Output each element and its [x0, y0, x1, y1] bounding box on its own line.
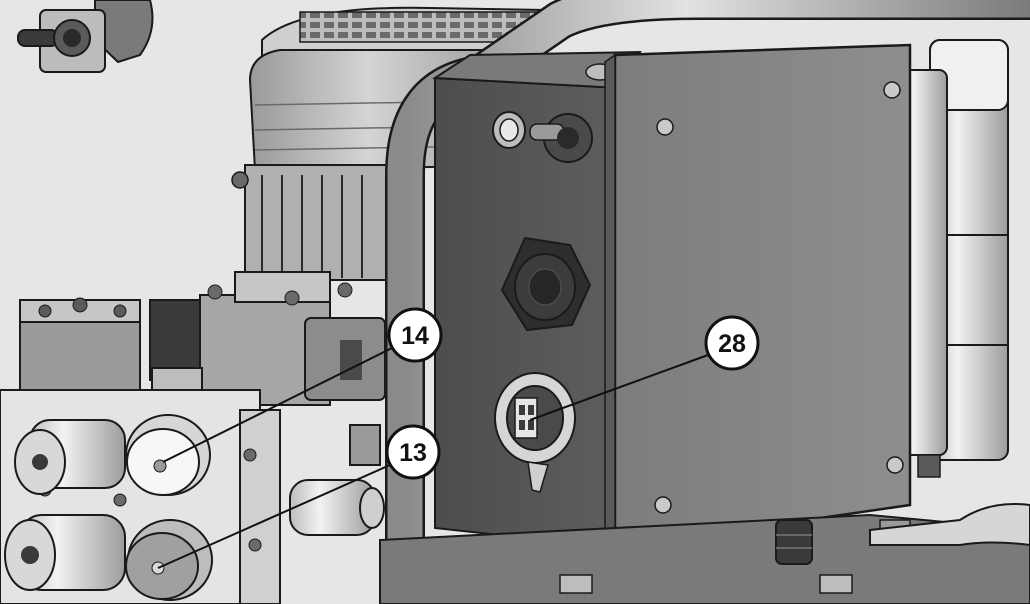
valve-block-upper [19, 271, 386, 406]
callout-13: 13 [385, 424, 441, 480]
cover-screw [654, 81, 904, 514]
hydraulic-port-13 [125, 519, 213, 601]
callout-14: 14 [387, 307, 443, 363]
hydraulic-coupling-lower-left [4, 514, 126, 591]
filter-cylinders [894, 39, 1009, 478]
leader-line-14 [162, 347, 393, 463]
callout-28: 28 [704, 315, 760, 371]
cable-gland-bottom [775, 519, 813, 565]
toggle-bracket [17, 0, 154, 73]
indicator-lamp-icon [492, 111, 526, 149]
base-plate [379, 503, 1030, 604]
callout-label-28: 28 [718, 330, 746, 358]
leader-line-28 [529, 354, 709, 421]
toggle-switch-icon [529, 113, 593, 163]
motor-cooling-fins [231, 164, 391, 281]
control-box-front [604, 43, 912, 550]
cable-gland-icon [500, 236, 592, 332]
hydraulic-coupling-upper-left [14, 419, 126, 495]
leader-line-13 [157, 464, 391, 569]
hydraulic-port-14 [125, 414, 211, 496]
callout-label-13: 13 [399, 439, 427, 467]
solenoid-fitting [289, 424, 385, 536]
valve-manifold-lower [0, 389, 281, 604]
callout-label-14: 14 [401, 322, 429, 350]
